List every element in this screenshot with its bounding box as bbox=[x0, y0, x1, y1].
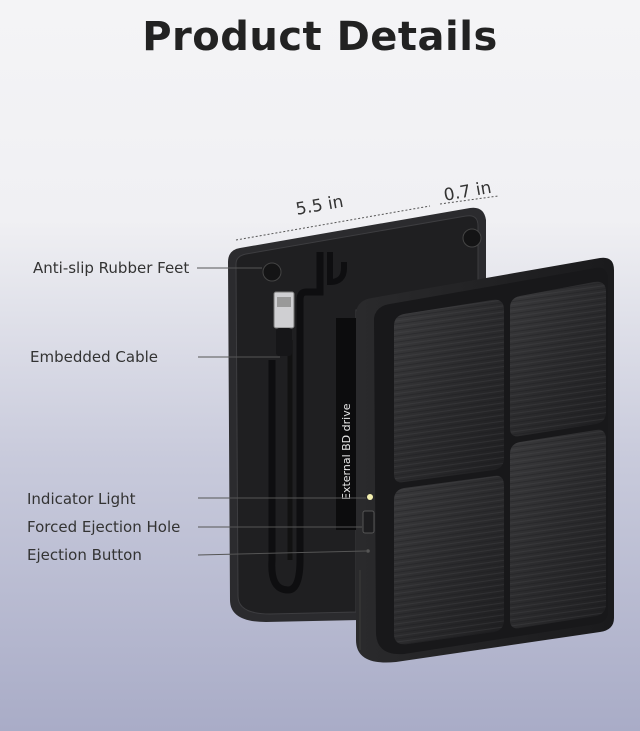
callout-rubber-feet: Anti-slip Rubber Feet bbox=[33, 259, 190, 277]
callout-lines bbox=[197, 267, 367, 556]
depth-dimension-line bbox=[439, 195, 499, 205]
top-pad bbox=[394, 299, 504, 483]
drive-label bbox=[336, 318, 356, 530]
width-dimension-line bbox=[235, 205, 431, 241]
drive-label-text: External BD drive bbox=[340, 403, 353, 500]
ejection-button[interactable] bbox=[362, 510, 375, 534]
rubber-foot-icon bbox=[462, 228, 482, 248]
callout-embedded-cable: Embedded Cable bbox=[30, 348, 158, 366]
callout-indicator-light: Indicator Light bbox=[27, 490, 136, 508]
rubber-foot-icon bbox=[262, 262, 282, 282]
callout-ejection-button: Ejection Button bbox=[27, 546, 142, 564]
top-pad bbox=[510, 429, 606, 629]
page-title: Product Details bbox=[142, 14, 498, 60]
callout-forced-ejection-hole: Forced Ejection Hole bbox=[27, 518, 181, 536]
top-pad bbox=[510, 281, 606, 437]
front-drive-top bbox=[356, 257, 614, 663]
forced-ejection-hole-icon bbox=[366, 549, 370, 553]
indicator-light-icon bbox=[367, 494, 373, 500]
top-pad bbox=[394, 475, 504, 645]
